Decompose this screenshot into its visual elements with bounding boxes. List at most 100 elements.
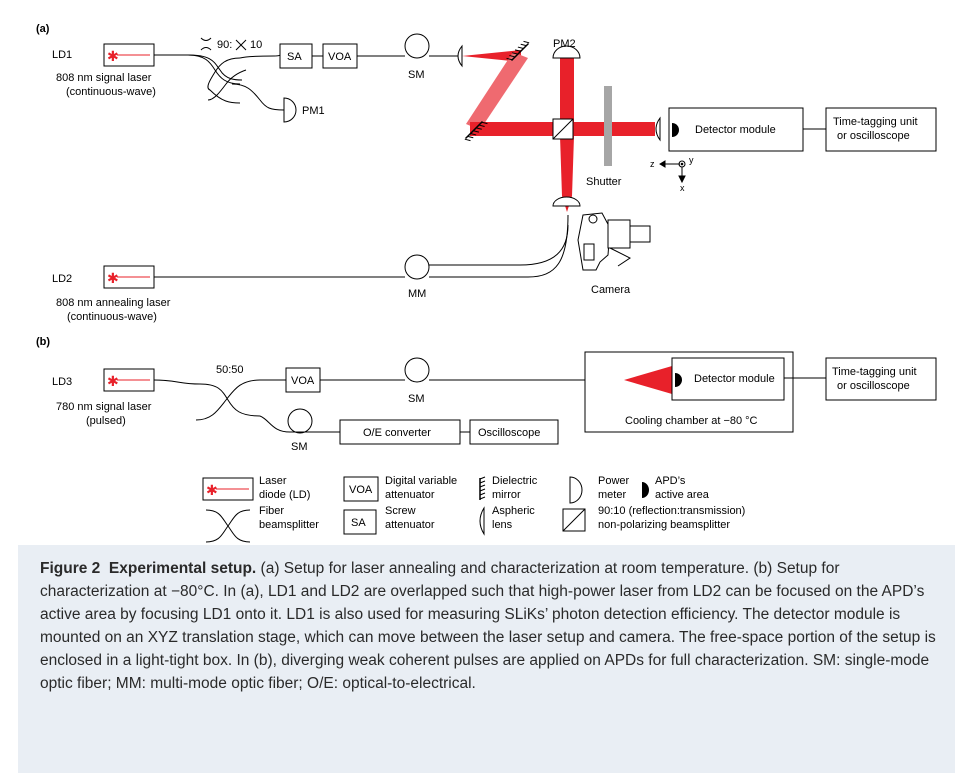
beam-diverging-b [624,366,672,394]
aspheric-lens-a1 [457,44,463,68]
tagging-line1-a: Time-tagging unit [833,116,918,128]
legend-pm-line1: Power [598,475,630,487]
legend-bs-line1: 90:10 (reflection:transmission) [598,505,745,517]
axis-y-label: y [689,155,694,165]
aspheric-lens-a2 [552,196,581,207]
legend-pm-line2: meter [598,489,626,501]
apd-active-area-icon-b [675,373,682,387]
beam-vertical-down [560,136,574,212]
splitter-legend-mini-icon [200,37,212,51]
ld3-label: LD3 [52,376,72,388]
detector-label-a: Detector module [695,124,776,136]
splitter-ratio-a: 90: [217,39,232,51]
axis-x-label: x [680,183,685,193]
beamsplitter-cube [552,118,574,140]
pm1-label: PM1 [302,105,325,117]
splitter-ratio-b: 50:50 [216,364,244,376]
caption-paragraph: Figure 2 Experimental setup. (a) Setup f… [40,557,941,695]
splitter-ratio-a2: 10 [250,39,262,51]
fiber-splitter-a [187,54,247,101]
panel-a-label: (a) [36,23,50,35]
beam-vertical-pm2 [560,58,574,130]
detector-label-b: Detector module [694,373,775,385]
ld2-desc-line2: (continuous-wave) [67,311,157,323]
ld2-laser-diode: ✱ [103,265,155,289]
legend-lens-line2: lens [492,519,513,531]
shutter-label: Shutter [586,176,622,188]
pm2-icon [552,45,581,59]
figure-caption: Figure 2 Experimental setup. (a) Setup f… [18,545,955,773]
voa-box-b [285,367,321,393]
svg-text:✱: ✱ [107,48,119,64]
sm-label-b-bottom: SM [291,441,308,453]
legend-laser-line1: Laser [259,475,287,487]
svg-text:✱: ✱ [107,373,119,389]
aspheric-lens-detector [655,116,661,142]
legend-fiber-line2: beamsplitter [259,519,319,531]
legend-aspheric-lens-icon [479,506,485,536]
ld2-desc-line1: 808 nm annealing laser [56,297,171,309]
ld1-desc-line1: 808 nm signal laser [56,72,152,84]
axis-z-label: z [650,159,655,169]
oe-converter-label: O/E converter [363,427,431,439]
legend-laser-icon: ✱ [202,477,254,501]
legend-apd-line2: active area [655,489,710,501]
caption-title: Experimental setup. [108,560,257,577]
xyz-axes-icon [659,160,686,184]
legend-voa-line2: attenuator [385,489,435,501]
legend-sa-box [343,509,377,535]
legend-bs-line2: non-polarizing beamsplitter [598,519,730,531]
chamber-label: Cooling chamber at −80 °C [625,415,758,427]
splitter-cross-icon [235,39,247,51]
oscilloscope-box [469,419,559,445]
legend-beamsplitter-icon [562,508,586,532]
detector-module-b [671,357,785,401]
sm-label-b-top: SM [408,393,425,405]
svg-text:✱: ✱ [206,482,218,498]
mm-fiber-curve [429,224,569,266]
legend-voa-line1: Digital variable [385,475,457,487]
mm-fiber-out [429,214,569,278]
tagging-line2-b: or oscilloscope [837,380,910,392]
voa-box-a [322,43,358,69]
shutter [604,86,612,166]
legend-apd-line1: APD’s [655,475,686,487]
ld1-laser-diode: ✱ [103,43,155,67]
legend-fiber-line1: Fiber [259,505,284,517]
ld2-label: LD2 [52,273,72,285]
legend-mirror-icon [479,476,486,500]
tagging-box-b [825,357,937,401]
ld1-label: LD1 [52,49,72,61]
caption-label: Figure 2 [40,560,101,577]
legend-mirror-line1: Dielectric [492,475,538,487]
oe-converter-box [339,419,461,445]
legend-lens-line1: Aspheric [492,505,535,517]
legend-voa-box [343,476,379,502]
beam-lens-to-mirror [462,50,521,62]
legend-mirror-line2: mirror [492,489,521,501]
oscilloscope-label: Oscilloscope [478,427,540,439]
sa-box [279,43,313,69]
camera-icon [577,212,651,271]
sm-fiber-loop-a [404,33,430,59]
legend-voa-box-label: VOA [349,484,373,496]
camera-label: Camera [591,284,631,296]
mm-label: MM [408,288,426,300]
legend-sa-box-label: SA [351,517,366,529]
voa-label-a: VOA [328,51,352,63]
caption-body: (a) Setup for laser annealing and charac… [40,560,936,692]
svg-text:✱: ✱ [107,270,119,286]
voa-label-b: VOA [291,375,315,387]
beam-mirror-diagonal [466,52,528,130]
legend-fiber-splitter-icon [205,509,251,543]
pm1-icon [283,97,297,123]
legend-power-meter-icon [569,476,583,504]
legend-apd-icon [642,482,649,498]
sm-label-a: SM [408,69,425,81]
legend-laser-line2: diode (LD) [259,489,310,501]
mm-fiber-loop [404,254,430,280]
ld1-desc-line2: (continuous-wave) [66,86,156,98]
pm2-label: PM2 [553,38,576,50]
ld3-desc-line1: 780 nm signal laser [56,401,152,413]
